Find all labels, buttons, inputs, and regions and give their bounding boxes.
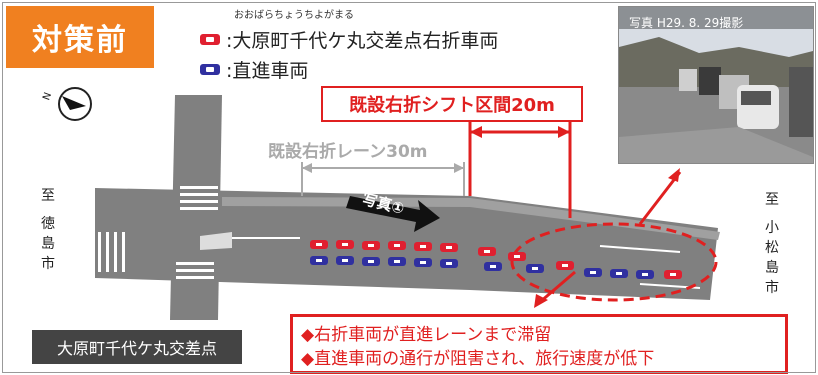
crosswalk-left	[98, 232, 125, 272]
arrowhead-icon	[558, 126, 570, 138]
legend-straight: :直進車両	[200, 56, 308, 83]
right-destination: 至 小 松 島 市	[762, 190, 782, 298]
crosswalk-bottom	[176, 262, 214, 279]
arrowhead-icon	[470, 126, 482, 138]
shift-section-label: 既設右折シフト区間20m	[321, 86, 583, 122]
north-arrow-icon: N	[41, 87, 92, 121]
red-car-icon	[200, 34, 220, 45]
blue-car-icon	[200, 64, 220, 75]
right-turn-cars	[310, 240, 682, 279]
right-destination-char: 小	[765, 220, 779, 236]
left-destination-char: 徳	[41, 216, 55, 232]
island-hatch	[200, 232, 232, 250]
legend-ruby: おおばらちょうちよがまる	[234, 10, 354, 21]
note-line-1: ◆右折車両が直進レーンまで滞留	[301, 325, 552, 345]
right-destination-char: 至	[765, 192, 779, 208]
left-destination: 至 徳 島 市	[38, 186, 58, 274]
queue-highlight	[510, 222, 718, 302]
legend-straight-label: :直進車両	[226, 60, 309, 82]
legend-right-turn: :大原町千代ケ丸交差点右折車両	[200, 26, 498, 53]
photo-scene	[619, 7, 813, 163]
existing-lane-label: 既設右折レーン30m	[268, 142, 428, 162]
left-destination-char: 至	[41, 188, 55, 204]
arrowhead-icon	[302, 163, 312, 173]
intersection-name: 大原町千代ケ丸交差点	[32, 330, 242, 364]
arrowhead-icon	[454, 163, 464, 173]
before-measures-badge: 対策前	[6, 6, 154, 68]
median-strip	[222, 197, 720, 240]
photo-direction-arrow	[346, 196, 440, 232]
photo-caption: 写真 H29. 8. 29撮影	[629, 16, 744, 30]
note-pointer	[539, 270, 576, 304]
arrowhead-icon	[534, 294, 548, 308]
left-destination-char: 島	[41, 236, 55, 252]
left-destination-char: 市	[41, 256, 55, 272]
site-photo: 写真 H29. 8. 29撮影	[618, 6, 814, 164]
problem-notes: ◆右折車両が直進レーンまで滞留 ◆直進車両の通行が阻害され、旅行速度が低下	[290, 314, 788, 374]
arrowhead-icon	[668, 168, 680, 182]
svg-text:N: N	[41, 91, 54, 102]
right-destination-char: 松	[765, 240, 779, 256]
photo-pointer	[638, 171, 682, 225]
note-line-2: ◆直進車両の通行が阻害され、旅行速度が低下	[301, 349, 655, 369]
straight-cars	[310, 256, 654, 279]
right-destination-char: 島	[765, 260, 779, 276]
legend-right-turn-label: :大原町千代ケ丸交差点右折車両	[226, 30, 499, 52]
right-destination-char: 市	[765, 280, 779, 296]
lane-line	[599, 245, 681, 253]
crosswalk-top	[180, 186, 218, 210]
